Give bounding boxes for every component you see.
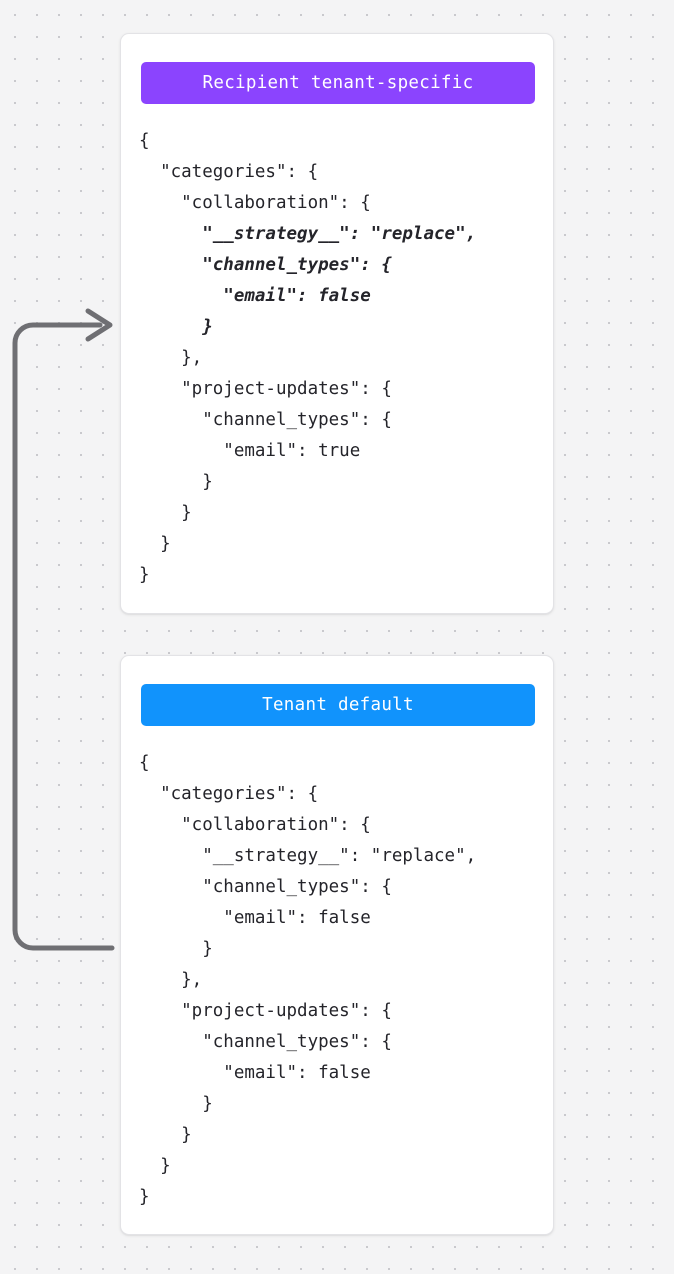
code-line: "project-updates": { bbox=[139, 379, 392, 399]
fallback-arrow-path bbox=[12, 322, 115, 951]
card-recipient-tenant-specific: Recipient tenant-specific { "categories"… bbox=[120, 33, 554, 614]
code-line: "email": false bbox=[139, 286, 371, 306]
code-line: { bbox=[139, 131, 150, 151]
code-line: "channel_types": { bbox=[139, 1032, 392, 1052]
code-line: } bbox=[139, 1156, 171, 1176]
code-line: "collaboration": { bbox=[139, 193, 371, 213]
card-badge-label: Tenant default bbox=[262, 695, 414, 715]
card-tenant-default: Tenant default { "categories": { "collab… bbox=[120, 655, 554, 1235]
code-line: "email": true bbox=[139, 441, 361, 461]
code-line: } bbox=[139, 1094, 213, 1114]
card-badge-tenant-default: Tenant default bbox=[141, 684, 535, 726]
code-line: "__strategy__": "replace", bbox=[139, 846, 477, 866]
code-line: } bbox=[139, 503, 192, 523]
code-line: "project-updates": { bbox=[139, 1001, 392, 1021]
card-badge-recipient-tenant-specific: Recipient tenant-specific bbox=[141, 62, 535, 104]
code-line: "categories": { bbox=[139, 784, 319, 804]
code-line: "channel_types": { bbox=[139, 255, 392, 275]
code-line: "collaboration": { bbox=[139, 815, 371, 835]
code-line: { bbox=[139, 753, 150, 773]
code-line: "__strategy__": "replace", bbox=[139, 224, 477, 244]
card-badge-label: Recipient tenant-specific bbox=[202, 73, 474, 93]
code-line: } bbox=[139, 565, 150, 585]
code-line: "categories": { bbox=[139, 162, 319, 182]
code-line: } bbox=[139, 534, 171, 554]
code-line: }, bbox=[139, 348, 203, 368]
code-line: } bbox=[139, 472, 213, 492]
fallback-arrow-head-icon bbox=[85, 308, 113, 342]
json-code-recipient-tenant-specific: { "categories": { "collaboration": { "__… bbox=[139, 126, 539, 591]
code-line: } bbox=[139, 939, 213, 959]
json-code-tenant-default: { "categories": { "collaboration": { "__… bbox=[139, 748, 539, 1213]
code-line: }, bbox=[139, 970, 203, 990]
code-line: } bbox=[139, 317, 213, 337]
code-line: "email": false bbox=[139, 908, 371, 928]
code-line: } bbox=[139, 1125, 192, 1145]
code-line: "email": false bbox=[139, 1063, 371, 1083]
code-line: "channel_types": { bbox=[139, 877, 392, 897]
code-line: } bbox=[139, 1187, 150, 1207]
code-line: "channel_types": { bbox=[139, 410, 392, 430]
fallback-arrow-connector bbox=[12, 308, 115, 951]
